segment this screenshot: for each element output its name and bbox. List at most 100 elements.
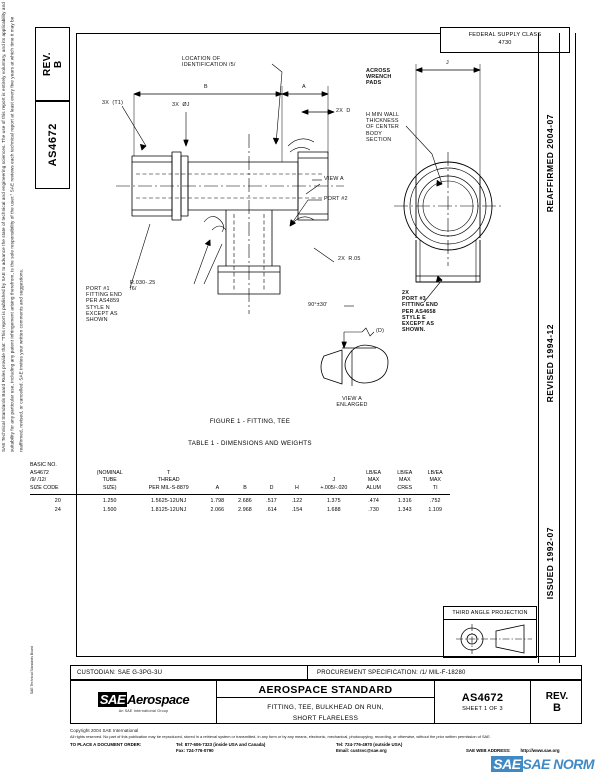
cell-j: 1.688	[326, 506, 341, 513]
note-port2: PORT #2	[324, 196, 348, 202]
footer: Copyright 2004 SAE International All rig…	[70, 728, 582, 753]
order-row-1: TO PLACE A DOCUMENT ORDER: Tel: 877-606-…	[70, 742, 582, 747]
note-port1: PORT #1 FITTING END PER AS4859 STYLE N E…	[86, 286, 123, 324]
sae-norm-watermark-mark: SAE	[491, 756, 523, 772]
col-j: J +.005/-.020	[309, 462, 358, 495]
col-d: D	[258, 462, 285, 495]
note-port3: 2X PORT #3 FITTING END PER AS4658 STYLE …	[402, 290, 439, 334]
part-description-line1: FITTING, TEE, BULKHEAD ON RUN,	[267, 704, 384, 711]
cell-b: 2.968	[238, 506, 252, 513]
tel-inside: Tel: 877-606-7323 (inside USA and Canada…	[176, 741, 266, 747]
third-angle-projection-box: THIRD ANGLE PROJECTION	[443, 606, 537, 658]
sae-logo-main: Aerospace	[127, 691, 190, 707]
col-lb-cres: LB/EA MAX CRES	[389, 462, 421, 495]
col-thread: T THREAD PER MIL-S-8879	[133, 462, 204, 495]
cell-lb-cres: 1.343	[397, 506, 412, 513]
col-a: A	[203, 462, 232, 495]
federal-supply-class-value: 4730	[498, 40, 512, 47]
sheet-number: SHEET 1 OF 3	[462, 706, 503, 712]
date-issued: ISSUED 1992-07	[539, 488, 561, 638]
table-caption: TABLE 1 - DIMENSIONS AND WEIGHTS	[188, 440, 312, 447]
cell-d: .614	[266, 506, 277, 513]
footer-left-vertical-text: SAE Technical Standards Board	[30, 646, 34, 695]
dim-a-label: A	[302, 84, 306, 90]
note-3x-t1: 3X (T1)	[102, 100, 124, 106]
sae-disclaimer-text: SAE Technical Standards Board Rules prov…	[1, 2, 24, 452]
cell-lb-cres: 1.316	[397, 497, 412, 504]
sae-disclaimer: SAE Technical Standards Board Rules prov…	[0, 0, 40, 452]
date-reaffirmed: REAFFIRMED 2004-07	[539, 73, 561, 253]
sae-logo-mark: SAE	[97, 691, 128, 707]
tel-outside: Tel: 724-776-4970 (outside USA)	[336, 741, 403, 747]
standard-number-cell: AS4672 SHEET 1 OF 3	[435, 681, 531, 723]
rev-index-tab-label: REV. B	[41, 51, 64, 77]
cell-tube-size: 1.250	[102, 497, 117, 504]
col-lb-alum: LB/EA MAX ALUM	[357, 462, 390, 495]
table-row: 20 1.250 1.5625-12UNJ 1.798 2.686 .517 .…	[30, 494, 450, 504]
custodian-row: CUSTODIAN: SAE G-3PG-3U PROCUREMENT SPEC…	[70, 665, 582, 680]
rev-index-tab: REV. B	[35, 27, 70, 101]
dim-j-label: J	[446, 60, 449, 66]
cell-lb-ti: 1.109	[428, 506, 443, 513]
note-2x-d: 2X D	[336, 108, 351, 114]
table-header-row: BASIC NO. AS4672 /9/ /12/ SIZE CODE (NOM…	[30, 462, 450, 495]
third-angle-projection-symbol	[456, 624, 532, 654]
email-address: Email: custsvc@sae.org	[336, 747, 387, 753]
note-view-a-enlarged: VIEW A ENLARGED	[336, 396, 368, 409]
cell-j: 1.375	[326, 497, 341, 504]
sae-norm-watermark-text: SAE NORM	[522, 756, 595, 772]
drawing-frame	[76, 33, 576, 657]
note-across-wrench-pads: ACROSS WRENCH PADS	[366, 68, 392, 87]
note-3x-dia-j: 3X ØJ	[172, 102, 190, 108]
note-2x-r: 2X R.05	[338, 256, 361, 262]
note-location-id: LOCATION OF IDENTIFICATION /5/	[182, 56, 236, 69]
cell-b: 2.686	[238, 497, 252, 504]
cell-thread: 1.8125-12UNJ	[151, 506, 187, 513]
custodian-text: CUSTODIAN: SAE G-3PG-3U	[77, 669, 163, 676]
federal-supply-class-box: FEDERAL SUPPLY CLASS 4730	[440, 27, 570, 53]
dim-b-label: B	[204, 84, 208, 90]
third-angle-projection-title: THIRD ANGLE PROJECTION	[444, 607, 536, 620]
table-row: 24 1.500 1.8125-12UNJ 2.066 2.968 .614 .…	[30, 504, 450, 513]
engineering-drawing: LOCATION OF IDENTIFICATION /5/ 3X (T1) 3…	[76, 34, 538, 656]
cell-size-code: 24	[54, 506, 61, 513]
document-index-tab: AS4672	[35, 101, 70, 189]
cell-a: 2.066	[210, 506, 225, 513]
cell-size-code: 20	[54, 497, 61, 504]
web-address-url: http://www.sae.org	[520, 747, 560, 753]
cell-h: .122	[291, 497, 303, 504]
revision-label: REV.	[545, 690, 569, 702]
part-description: FITTING, TEE, BULKHEAD ON RUN, SHORT FLA…	[217, 698, 434, 725]
order-spacer	[70, 748, 166, 753]
cell-h: .154	[291, 506, 303, 513]
figure-caption: FIGURE 1 - FITTING, TEE	[209, 418, 291, 425]
date-issued-label: ISSUED 1992-07	[545, 526, 555, 600]
cell-lb-alum: .474	[368, 497, 379, 504]
dimensions-table: BASIC NO. AS4672 /9/ /12/ SIZE CODE (NOM…	[30, 462, 450, 513]
col-tube-size: (NOMINAL TUBE SIZE)	[85, 462, 134, 495]
revision-value: B	[553, 701, 561, 714]
note-90deg: 90°±30'	[308, 302, 328, 308]
web-address-label: SAE WEB ADDRESS:	[466, 747, 511, 753]
fax-number: Fax: 724-776-0790	[176, 747, 214, 753]
rights-text: All rights reserved. No part of this pub…	[70, 734, 491, 739]
revision-cell: REV. B	[531, 681, 583, 723]
cell-lb-alum: .730	[368, 506, 379, 513]
note-id: (D)	[376, 328, 385, 334]
part-description-line2: SHORT FLARELESS	[292, 714, 359, 722]
standard-number: AS4672	[461, 692, 504, 704]
cell-tube-size: 1.500	[102, 506, 117, 513]
federal-supply-class-label: FEDERAL SUPPLY CLASS	[468, 32, 542, 38]
order-label: TO PLACE A DOCUMENT ORDER:	[70, 741, 142, 747]
cell-lb-ti: .752	[429, 497, 441, 504]
frame-top-rule	[76, 33, 440, 34]
date-revised: REVISED 1994-12	[539, 283, 561, 443]
custodian-divider	[307, 666, 308, 679]
note-radius: R.030-.25 /6/	[130, 280, 156, 293]
date-revised-label: REVISED 1994-12	[545, 323, 555, 403]
cell-d: .517	[266, 497, 277, 504]
